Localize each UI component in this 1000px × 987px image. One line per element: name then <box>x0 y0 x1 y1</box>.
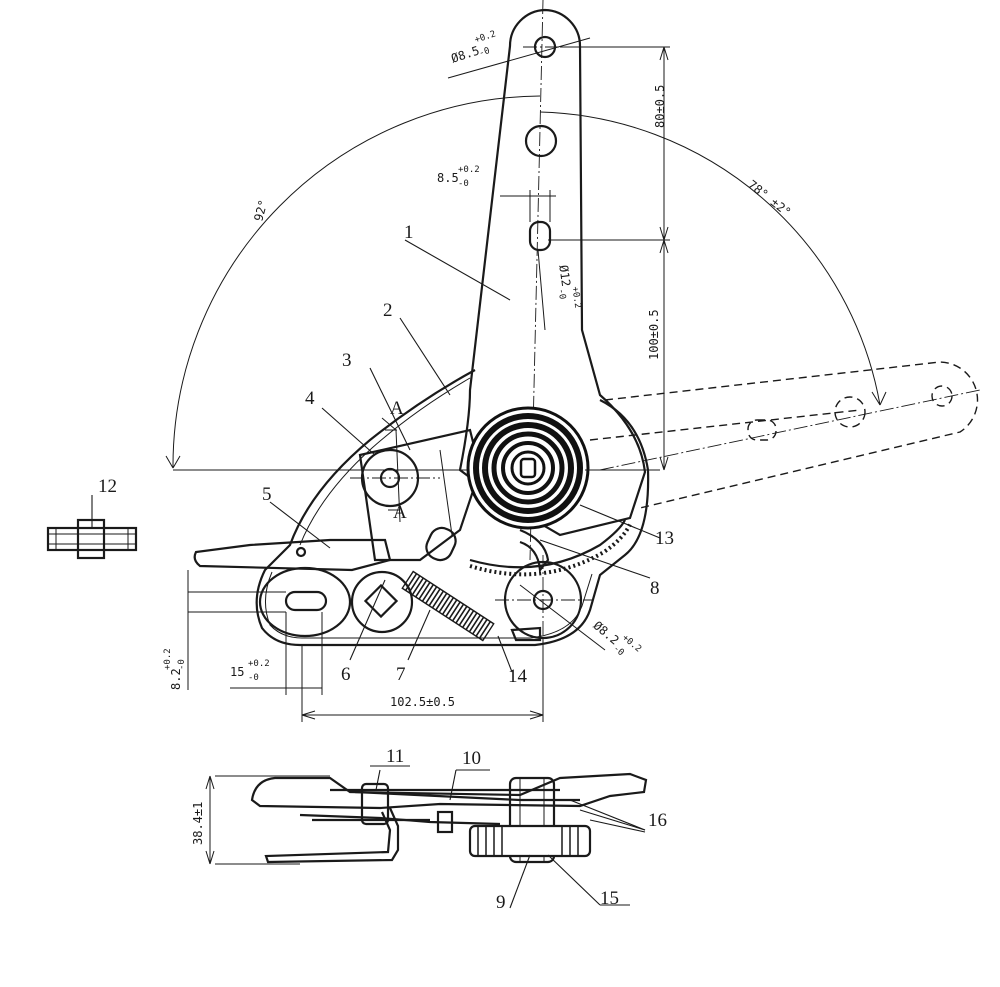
angle-92-arc <box>165 95 541 469</box>
dim-hole-top-tol-minus: -0 <box>478 46 491 59</box>
label-part-6: 6 <box>341 664 351 685</box>
dimension-lines <box>187 37 670 722</box>
pivot-pin-part-9 <box>508 776 556 864</box>
side-view-assembly <box>205 765 648 909</box>
label-part-12: 12 <box>98 476 117 497</box>
label-part-15: 15 <box>600 888 619 909</box>
label-part-11: 11 <box>386 746 404 767</box>
sector-gear-part-8 <box>469 519 632 577</box>
dim-slot-left-w-tol-minus: -0 <box>248 673 259 683</box>
dim-angle-92: 92° <box>251 198 270 223</box>
label-part-14: 14 <box>508 666 528 687</box>
dim-hole-top: Ø8.5 +0.2 -0 <box>449 29 498 65</box>
rivet-part-11 <box>360 782 390 826</box>
dim-base-length: 102.5±0.5 <box>390 695 455 709</box>
dim-hole-top-value: Ø8.5 <box>449 43 481 65</box>
dim-side-height: 38.4±1 <box>191 802 205 845</box>
dim-slot-width: 8.5 +0.2 -0 <box>437 165 480 189</box>
label-part-2: 2 <box>383 300 393 321</box>
dim-pin-dia-value: Ø12 <box>556 264 573 287</box>
dim-slot-left-h-tol-minus: -0 <box>177 659 187 670</box>
dim-pin-dia: Ø12 +0.2 -0 <box>556 264 583 309</box>
dim-80: 80±0.5 <box>653 85 667 128</box>
dim-slot-width-tol-plus: +0.2 <box>458 165 480 175</box>
dim-slot-width-tol-minus: -0 <box>458 179 469 189</box>
label-part-16: 16 <box>648 810 667 831</box>
left-slot-hole <box>258 566 352 638</box>
label-part-3: 3 <box>342 350 352 371</box>
label-part-5: 5 <box>262 484 272 505</box>
part-leaders <box>91 239 661 673</box>
adjust-slot <box>528 220 552 252</box>
spiral-spring-part-13 <box>466 406 590 530</box>
dim-slot-left-h-tol-plus: +0.2 <box>163 648 173 670</box>
gear-wheel-part-15 <box>468 824 592 858</box>
dim-slot-left-w-tol-plus: +0.2 <box>248 659 270 669</box>
middle-hole <box>524 124 558 158</box>
dim-hole-top-tol-plus: +0.2 <box>474 29 498 45</box>
dim-slot-width-value: 8.5 <box>437 171 459 185</box>
lower-square-pin <box>350 570 414 634</box>
label-part-9: 9 <box>496 892 506 913</box>
label-part-1: 1 <box>404 222 414 243</box>
label-part-8: 8 <box>650 578 660 599</box>
spring-anchor <box>510 626 542 642</box>
left-pivot-boss <box>350 428 482 562</box>
dim-hole-right: Ø8.2 +0.2 -0 <box>591 618 643 658</box>
coil-spring-part-14 <box>401 570 495 642</box>
dim-slot-left-w: 15 +0.2 -0 <box>230 659 270 683</box>
angle-78-arc <box>539 111 887 406</box>
section-line-a-a <box>381 417 401 523</box>
release-lever-part-5 <box>193 538 392 572</box>
dim-angle-78: 78° ±2° <box>745 177 793 219</box>
section-mark-top: A <box>390 398 404 419</box>
label-part-7: 7 <box>396 664 406 685</box>
section-mark-bottom: A <box>393 502 407 523</box>
dim-slot-left-h-value: 8.2 <box>169 668 183 690</box>
label-part-4: 4 <box>305 388 315 409</box>
base-plate-part-2 <box>255 369 650 647</box>
dim-pin-dia-tol-plus: +0.2 <box>569 286 582 309</box>
dim-100: 100±0.5 <box>647 309 661 360</box>
label-part-10: 10 <box>462 748 481 769</box>
right-mount-hole <box>495 555 592 645</box>
dim-slot-left-w-value: 15 <box>230 665 244 679</box>
label-part-13: 13 <box>655 528 674 549</box>
arm-alternate-position-dashed <box>589 361 981 509</box>
dim-pin-dia-tol-minus: -0 <box>556 288 567 300</box>
dim-slot-left-h: 8.2 +0.2 -0 <box>163 648 187 690</box>
